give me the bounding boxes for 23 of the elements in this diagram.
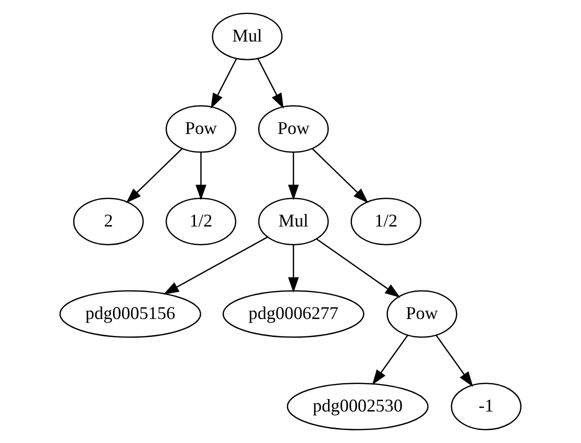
node-ellipse: Pow	[166, 105, 236, 153]
node-ellipse: Mul	[258, 198, 329, 246]
arrow	[257, 58, 284, 109]
arrow	[126, 148, 183, 204]
arrow	[163, 236, 268, 294]
node-ellipse: 2	[73, 198, 144, 246]
arrow	[288, 245, 299, 293]
arrow	[288, 152, 299, 200]
arrow	[436, 334, 474, 387]
node-ellipse: Pow	[258, 105, 329, 153]
node-ellipse: pdg0006277	[222, 290, 364, 338]
arrow	[316, 238, 400, 298]
node-ellipse: 1/2	[166, 198, 236, 246]
node-ellipse: -1	[450, 382, 522, 430]
arrow	[210, 58, 238, 109]
node-ellipse: Mul	[212, 12, 283, 60]
arrow	[196, 152, 206, 200]
arrow	[312, 148, 368, 204]
node-ellipse: pdg0002530	[286, 382, 429, 430]
node-ellipse: Pow	[386, 290, 458, 338]
arrow	[372, 334, 408, 386]
node-ellipse: pdg0005156	[59, 290, 202, 338]
node-ellipse: 1/2	[350, 198, 422, 246]
